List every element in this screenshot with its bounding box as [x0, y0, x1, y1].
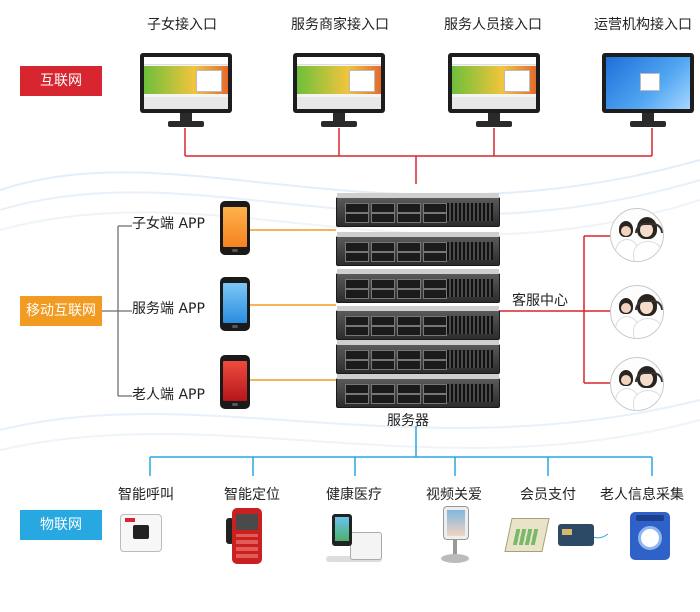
children-app-phone: [220, 201, 250, 255]
customer-service-agent-avatar: [610, 285, 664, 339]
server-label: 服务器: [387, 413, 429, 429]
app-links: [250, 229, 336, 381]
merchant-portal-monitor: [293, 53, 385, 129]
staff-portal-monitor: [448, 53, 540, 129]
server-unit: [336, 340, 500, 374]
portal-merchant-label: 服务商家接入口: [291, 17, 389, 33]
info-collection-device-icon: [630, 512, 670, 560]
elderly-info-collection-label: 老人信息采集: [600, 487, 684, 503]
elderly-phone-device-icon: [226, 508, 268, 564]
internet-links: [184, 128, 653, 184]
iot-layer-tag: 物联网: [20, 510, 102, 540]
internet-layer-tag: 互联网: [20, 66, 102, 96]
elderly-app-phone: [220, 355, 250, 409]
health-medical-label: 健康医疗: [326, 487, 382, 503]
service-app-phone: [220, 277, 250, 331]
iot-links: [149, 426, 653, 476]
server-unit: [336, 306, 500, 340]
customer-service-agent-avatar: [610, 357, 664, 411]
member-payment-label: 会员支付: [520, 487, 576, 503]
video-terminal-device-icon: [438, 506, 472, 564]
server-unit: [336, 269, 500, 303]
server-unit: [336, 193, 500, 227]
health-monitor-device-icon: [326, 512, 382, 562]
customer-service-agent-avatar: [610, 208, 664, 262]
server-unit: [336, 374, 500, 408]
smart-call-device-icon: [120, 514, 162, 552]
portal-children-label: 子女接入口: [147, 17, 217, 33]
portal-operator-label: 运营机构接入口: [594, 17, 692, 33]
payment-pos-device-icon: [504, 514, 604, 560]
customer-service-label: 客服中心: [512, 293, 568, 309]
service-app-label: 服务端 APP: [132, 301, 205, 317]
children-app-label: 子女端 APP: [132, 216, 205, 232]
elderly-app-label: 老人端 APP: [132, 387, 205, 403]
video-care-label: 视频关爱: [426, 487, 482, 503]
children-portal-monitor: [140, 53, 232, 129]
portal-staff-label: 服务人员接入口: [444, 17, 542, 33]
operator-portal-monitor: [602, 53, 694, 129]
server-unit: [336, 232, 500, 266]
mobile-bracket: [102, 225, 132, 397]
service-links: [498, 235, 612, 384]
smart-location-label: 智能定位: [224, 487, 280, 503]
mobile-internet-layer-tag: 移动互联网: [20, 296, 102, 326]
smart-call-label: 智能呼叫: [118, 487, 174, 503]
